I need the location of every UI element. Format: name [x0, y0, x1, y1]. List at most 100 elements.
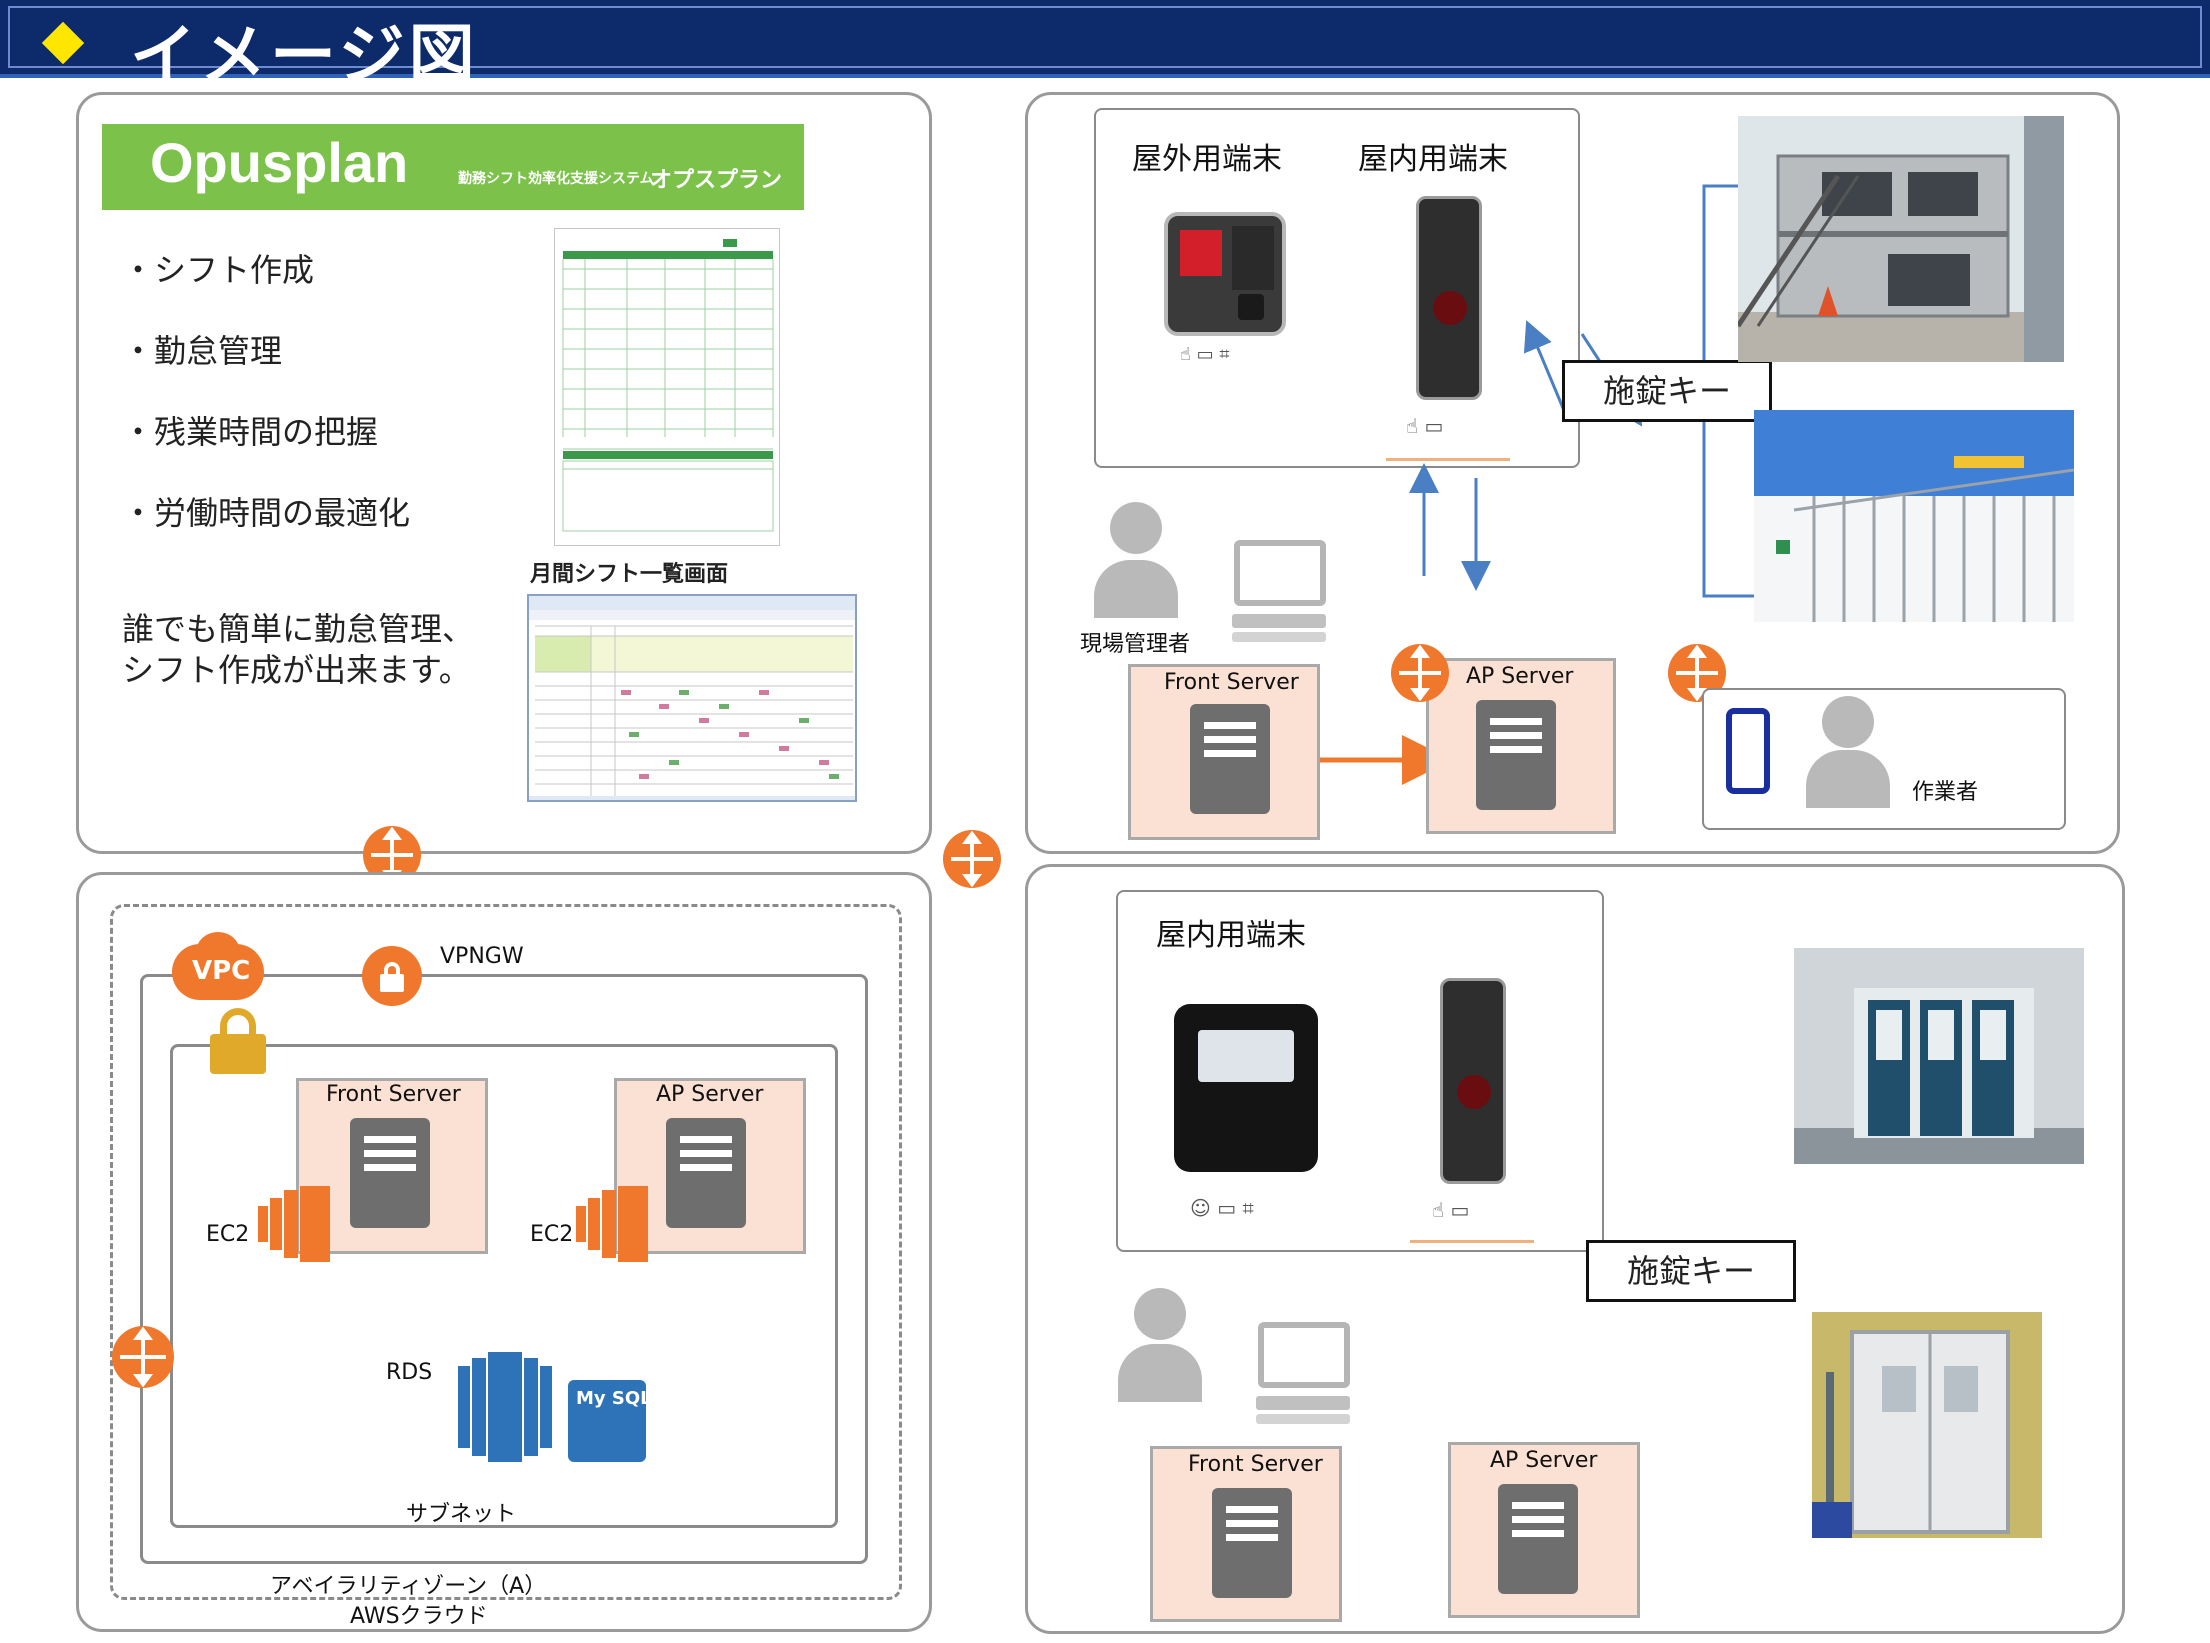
- server-icon: [1498, 1484, 1578, 1594]
- router-icon: [1668, 644, 1726, 702]
- ec2-right-label: EC2: [530, 1222, 574, 1247]
- feature-item: ・勤怠管理: [122, 332, 283, 370]
- person-icon-body: [1118, 1344, 1202, 1402]
- fingerprint-icon: [1433, 291, 1467, 325]
- indoor-terminal-underline: [1386, 458, 1510, 461]
- aws-front-server-label: Front Server: [326, 1082, 461, 1107]
- indoor-terminal-label: 屋内用端末: [1156, 918, 1306, 953]
- prefab-building-graphic: [1735, 116, 2064, 362]
- outdoor-terminal-label: 屋外用端末: [1132, 142, 1282, 177]
- mysql-icon: [568, 1380, 646, 1462]
- ec2-icon: [258, 1186, 330, 1262]
- header-frame: [8, 6, 2202, 68]
- page-title: イメージ図: [130, 17, 479, 94]
- availability-zone-label: アベイラリティゾーン（A）: [270, 1574, 547, 1599]
- feature-item: ・シフト作成: [122, 251, 315, 289]
- face-terminal-modes: ☺ ▭ ⌗: [1190, 1196, 1254, 1220]
- opusplan-banner: Opusplan 勤務シフト効率化支援システム オプスプラン: [102, 124, 804, 210]
- front-server-label: Front Server: [1164, 670, 1299, 695]
- lock-key-label: 施錠キー: [1562, 360, 1772, 422]
- server-icon: [350, 1118, 430, 1228]
- shift-sheet-graphic: [562, 239, 774, 532]
- server-icon: [1476, 700, 1556, 810]
- indoor-terminal-label: 屋内用端末: [1358, 142, 1508, 177]
- worker-label: 作業者: [1912, 780, 1979, 805]
- fingerprint-icon: [1238, 294, 1264, 320]
- router-icon: [943, 830, 1001, 888]
- vpngw-icon: [362, 946, 422, 1006]
- laptop-icon-keyboard: [1256, 1414, 1350, 1424]
- feature-item: ・労働時間の最適化: [122, 494, 411, 532]
- page-header: イメージ図: [0, 0, 2210, 94]
- ec2-icon: [576, 1186, 648, 1262]
- cleanroom-door-graphic: [1812, 1312, 2042, 1538]
- indoor-terminal-device: [1440, 978, 1506, 1184]
- opusplan-summary-line1: 誰でも簡単に勤怠管理、: [122, 610, 475, 648]
- router-icon: [112, 1326, 174, 1388]
- laptop-icon-keyboard: [1232, 632, 1326, 642]
- person-icon: [1134, 1288, 1186, 1340]
- server-icon: [1212, 1488, 1292, 1598]
- monthly-shift-screen: [527, 594, 857, 802]
- aws-ap-server-label: AP Server: [656, 1082, 764, 1107]
- indoor-terminal-modes: ☝ ▭: [1406, 414, 1444, 438]
- indoor-front-server-label: Front Server: [1188, 1452, 1323, 1477]
- mysql-label: My SQL: [576, 1388, 652, 1409]
- monthly-shift-caption: 月間シフト一覧画面: [530, 562, 729, 587]
- prefab-building-photo: [1735, 116, 2064, 362]
- lock-key-label: 施錠キー: [1586, 1240, 1796, 1302]
- keypad-icon: [1232, 226, 1274, 290]
- person-icon: [1822, 696, 1874, 748]
- gate-photo: [1754, 410, 2075, 622]
- person-icon: [1110, 502, 1162, 554]
- opusplan-kana: オプスプラン: [650, 168, 783, 193]
- gate-graphic: [1754, 410, 2075, 622]
- shift-sheet-preview: [554, 228, 780, 546]
- face-terminal-device: [1174, 1004, 1318, 1172]
- vpc-label: VPC: [192, 956, 251, 986]
- padlock-shackle: [384, 962, 400, 978]
- vpc-cloud-icon-top: [196, 932, 240, 972]
- subnet-label: サブネット: [406, 1502, 517, 1527]
- terminal-screen: [1180, 230, 1222, 276]
- manager-label: 現場管理者: [1080, 632, 1191, 657]
- indoor-ap-server-label: AP Server: [1490, 1448, 1598, 1473]
- aws-cloud-frame: [110, 904, 902, 1600]
- ec2-left-label: EC2: [206, 1222, 250, 1247]
- opusplan-logo-text: Opusplan: [150, 131, 409, 194]
- terminal-box: [1094, 108, 1580, 468]
- fingerprint-icon: [1457, 1075, 1491, 1109]
- server-icon: [1190, 704, 1270, 814]
- person-icon-body: [1806, 750, 1890, 808]
- padlock-icon: [380, 974, 404, 992]
- monthly-shift-graphic: [529, 596, 855, 800]
- terminal-screen: [1198, 1030, 1294, 1082]
- person-icon-body: [1094, 560, 1178, 618]
- feature-item: ・残業時間の把握: [122, 413, 379, 451]
- indoor-terminal-modes: ☝ ▭: [1432, 1198, 1470, 1222]
- padlock-shackle: [220, 1008, 256, 1042]
- laptop-icon: [1258, 1322, 1350, 1388]
- opusplan-summary-line2: シフト作成が出来ます。: [122, 651, 471, 689]
- server-icon: [666, 1118, 746, 1228]
- smartphone-icon: [1726, 708, 1770, 794]
- subnet-frame: [170, 1044, 838, 1528]
- indoor-terminal-underline: [1410, 1240, 1534, 1243]
- outdoor-terminal-modes: ☝ ▭ ⌗: [1180, 344, 1230, 365]
- vpngw-label: VPNGW: [440, 944, 524, 969]
- laptop-icon-base: [1256, 1396, 1350, 1410]
- laptop-icon: [1234, 540, 1326, 606]
- indoor-door-photo: [1794, 948, 2084, 1164]
- laptop-icon-base: [1232, 614, 1326, 628]
- aws-cloud-label: AWSクラウド: [350, 1604, 488, 1629]
- router-icon: [1391, 644, 1449, 702]
- outdoor-terminal-device: [1164, 212, 1286, 336]
- cleanroom-door-photo: [1812, 1312, 2042, 1538]
- availability-zone-frame: [140, 974, 868, 1564]
- rds-label: RDS: [386, 1360, 433, 1385]
- rds-icon: [458, 1352, 552, 1462]
- indoor-terminal-device: [1416, 196, 1482, 400]
- ap-server-label: AP Server: [1466, 664, 1574, 689]
- indoor-door-graphic: [1794, 948, 2084, 1164]
- opusplan-subtitle: 勤務シフト効率化支援システム: [458, 171, 654, 187]
